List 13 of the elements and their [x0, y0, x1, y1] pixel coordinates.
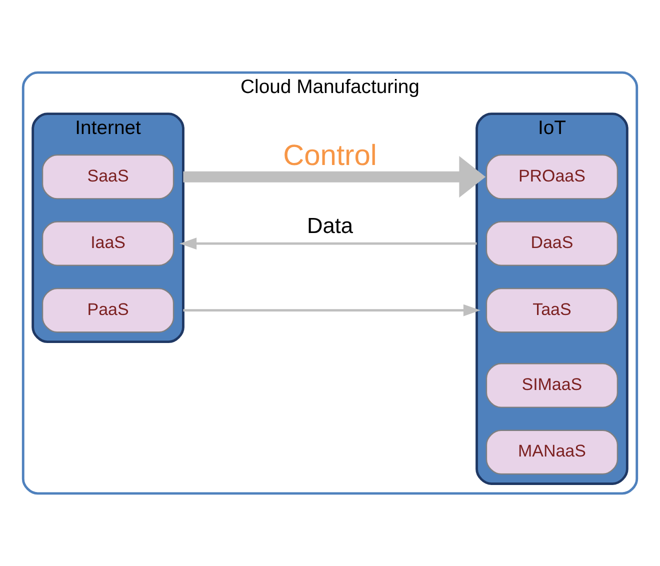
edge-label: Data: [306, 213, 354, 238]
arrow: [183, 156, 486, 198]
node-box: SaaS: [42, 154, 174, 200]
node-box: SIMaaS: [486, 363, 618, 408]
edge-label: Control: [283, 140, 377, 172]
arrow: [180, 238, 477, 250]
node-box: PaaS: [42, 288, 174, 333]
node-box: TaaS: [486, 288, 618, 333]
node-box: MANaaS: [486, 430, 618, 475]
arrow: [183, 304, 480, 316]
node-box: IaaS: [42, 221, 174, 266]
node-box: PROaaS: [486, 154, 618, 200]
node-box: DaaS: [486, 221, 618, 266]
